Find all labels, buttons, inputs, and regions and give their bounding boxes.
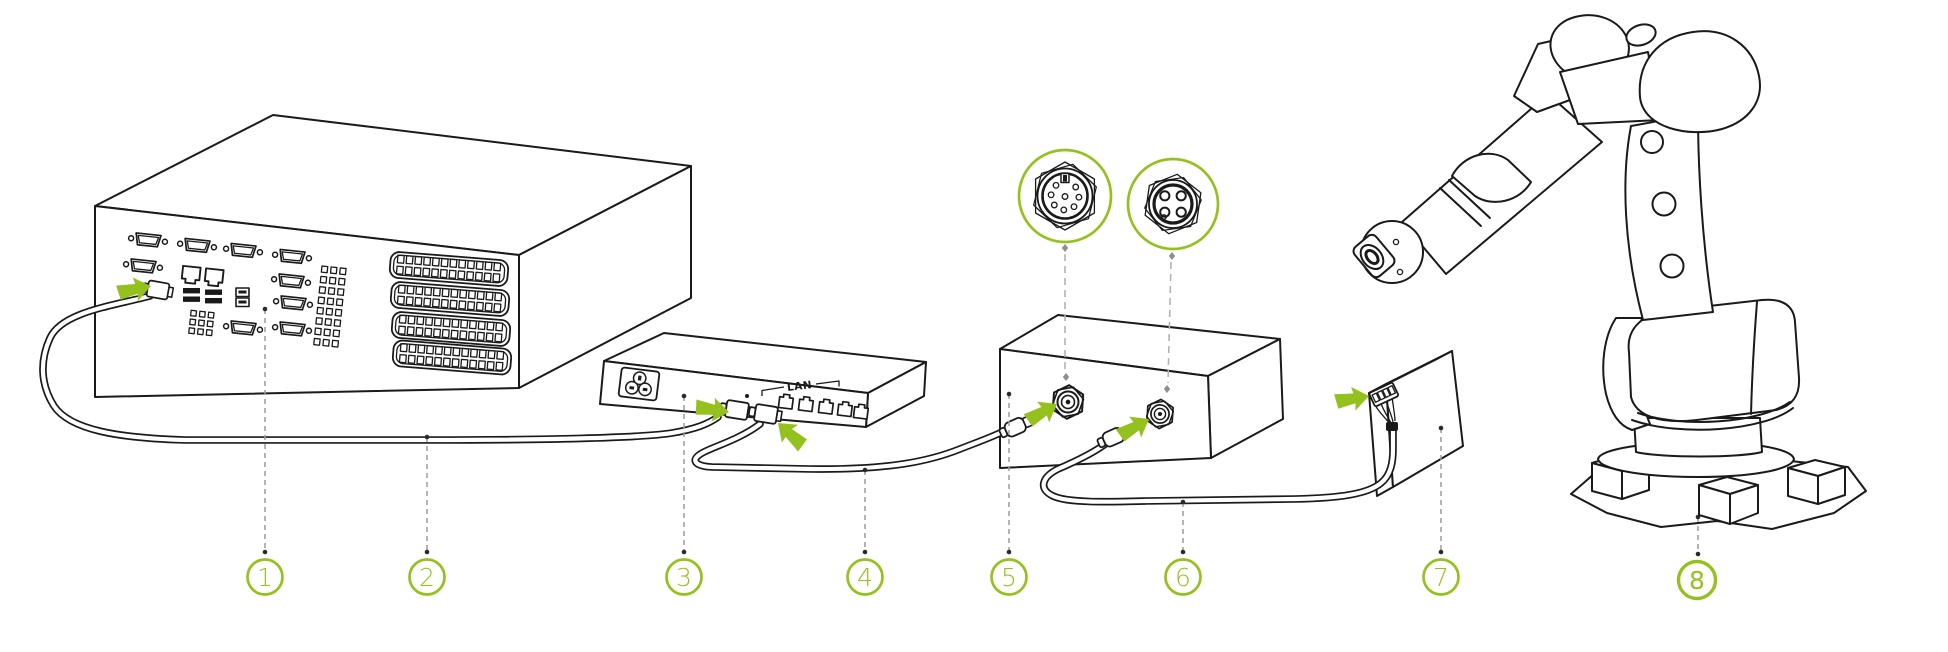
detail-ring-4pin — [1126, 157, 1220, 251]
robot-upper-arm — [1624, 113, 1714, 321]
robot-base-block — [1787, 459, 1846, 505]
callout-5-number: 5 — [1001, 563, 1017, 592]
connector-detail-4pin — [1126, 157, 1220, 393]
green-arrow-icon — [1333, 384, 1372, 414]
pc-usb-ports — [183, 287, 250, 308]
cable-switch-to-io-box — [691, 420, 1006, 473]
callout-8-number: 8 — [1689, 566, 1705, 595]
cable-pc-to-switch — [39, 292, 722, 444]
callout-7-number: 7 — [1433, 563, 1449, 592]
io-junction-box — [999, 314, 1284, 469]
terminal-block — [1368, 350, 1464, 497]
industrial-pc — [94, 114, 692, 398]
detail-ring-8pin — [1017, 148, 1113, 244]
callout-5: 5 — [990, 558, 1028, 596]
lan-label-group: LAN — [761, 379, 840, 396]
callout-4: 4 — [846, 558, 884, 596]
terminal-block-front-face — [1385, 350, 1464, 488]
robot-base-block — [1698, 476, 1759, 525]
pin-field-4 — [1159, 190, 1187, 220]
robot-shoulder — [1513, 14, 1761, 134]
callout-6-number: 6 — [1175, 563, 1191, 592]
cable-io-box-to-terminal — [1039, 426, 1397, 506]
callout-3-number: 3 — [676, 563, 692, 592]
callout-leaders — [262, 306, 1701, 557]
pin-field-8 — [1047, 181, 1083, 214]
callout-8: 8 — [1676, 559, 1718, 601]
robot-arm — [1352, 14, 1867, 530]
terminal-wire-connector — [1368, 382, 1399, 431]
switch-led-dot — [745, 394, 749, 398]
switch-power-inlet — [617, 366, 661, 402]
robot-pedestal — [1633, 417, 1763, 458]
connector-detail-8pin — [1017, 148, 1113, 381]
callout-2-number: 2 — [419, 563, 435, 592]
robot-wrist-camera — [1352, 220, 1424, 284]
lan-label: LAN — [786, 379, 812, 394]
callout-3: 3 — [665, 558, 703, 596]
callout-1: 1 — [246, 558, 284, 596]
callout-1-number: 1 — [257, 563, 273, 592]
callout-2: 2 — [408, 558, 446, 596]
callout-4-number: 4 — [857, 563, 873, 592]
callout-7: 7 — [1422, 558, 1460, 596]
callout-6: 6 — [1164, 558, 1202, 596]
ethernet-switch: LAN — [599, 332, 927, 428]
